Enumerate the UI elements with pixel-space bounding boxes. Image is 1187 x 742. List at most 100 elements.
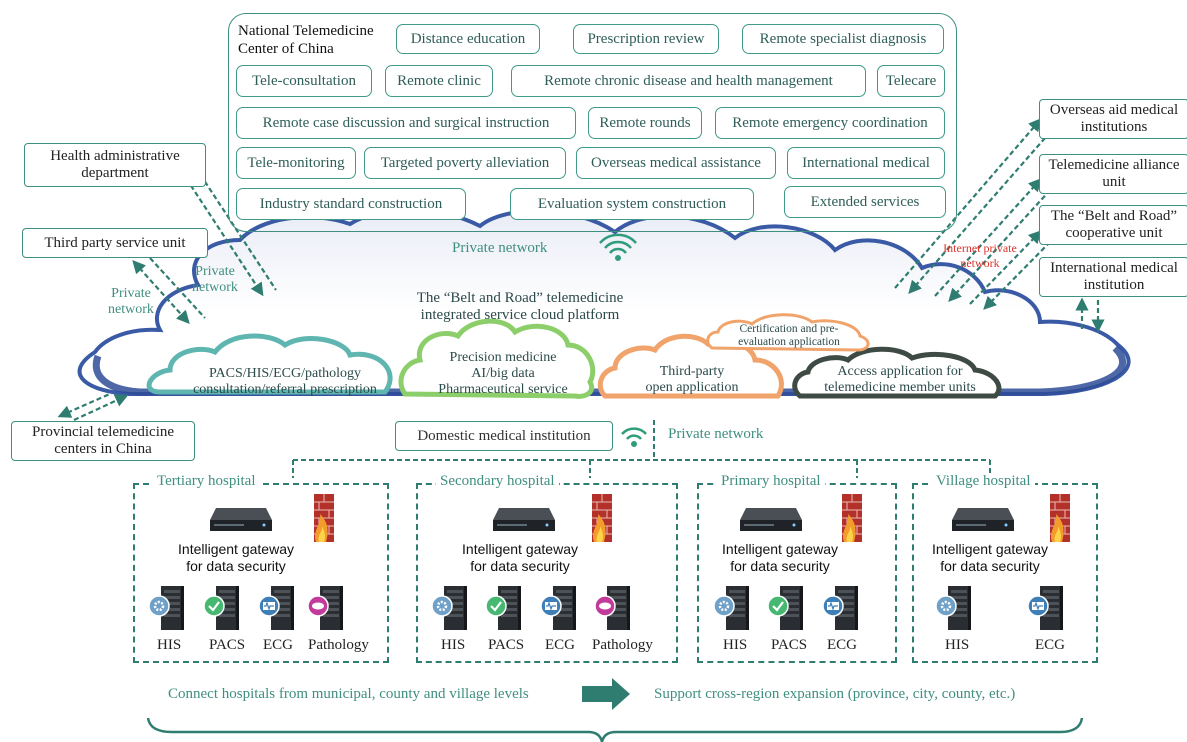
gateway-device-icon <box>740 508 802 531</box>
node-provincial-line1: Provincial telemedicine <box>31 424 175 440</box>
label-private-left-a-line1: Private <box>111 286 151 301</box>
sub-cloud-third-party-line1: Third-party <box>659 364 725 379</box>
hospital-panel <box>133 483 389 663</box>
node-overseas-aid-line1: Overseas aid medical <box>1049 102 1179 118</box>
node-international-institution: International medical institution <box>1039 257 1187 297</box>
sub-cloud-precision-line3: Pharmaceutical service <box>438 382 568 397</box>
hospital-title: Tertiary hospital <box>153 473 260 490</box>
server-label: Pathology <box>308 637 369 653</box>
label-private-network-left-b: Private network <box>188 264 242 296</box>
node-health-admin-line2: department <box>81 165 149 181</box>
label-private-network-top: Private network <box>452 240 548 256</box>
service-remote-emergency-coordination: Remote emergency coordination <box>715 107 945 139</box>
service-telecare: Telecare <box>877 65 945 97</box>
sub-cloud-third-party <box>597 333 784 399</box>
server-label: ECG <box>263 637 293 653</box>
service-evaluation-system-construction: Evaluation system construction <box>510 188 754 220</box>
cloud-title-line1: The “Belt and Road” telemedicine <box>416 290 624 306</box>
gateway-label-line1: Intelligent gateway <box>722 541 838 557</box>
gateway-label-line2: for data security <box>730 558 830 574</box>
service-overseas-medical-assistance: Overseas medical assistance <box>576 147 776 179</box>
node-belt-road-line2: cooperative unit <box>1065 225 1163 241</box>
node-provincial-centers: Provincial telemedicine centers in China <box>11 421 195 461</box>
firewall-icon <box>592 494 612 542</box>
server-label: HIS <box>723 637 748 653</box>
service-prescription-review: Prescription review <box>573 24 719 54</box>
server-label: HIS <box>441 637 466 653</box>
sub-cloud-access-line2: telemedicine member units <box>824 380 976 395</box>
sub-cloud-access-text: Access application for telemedicine memb… <box>812 364 988 396</box>
sub-cloud-third-party-line2: open application <box>645 380 739 395</box>
sub-cloud-precision <box>398 318 596 399</box>
server-pacs-icon <box>485 586 521 630</box>
server-label: PACS <box>771 637 808 653</box>
server-pacs-icon <box>203 586 239 630</box>
server-ecg-icon <box>258 586 294 630</box>
node-alliance-line1: Telemedicine alliance <box>1048 157 1180 173</box>
sub-cloud-pacs-line2: consultation/referral prescription <box>193 382 377 397</box>
server-label: HIS <box>945 637 970 653</box>
node-international-line2: institution <box>1083 277 1145 293</box>
service-remote-case-discussion: Remote case discussion and surgical inst… <box>236 107 576 139</box>
national-center-title-line2: Center of China <box>238 41 334 57</box>
gateway-label-line1: Intelligent gateway <box>932 541 1048 557</box>
hospital-title: Primary hospital <box>717 473 825 490</box>
service-remote-rounds: Remote rounds <box>588 107 702 139</box>
sub-cloud-access <box>792 346 1002 399</box>
footer-left-text: Connect hospitals from municipal, county… <box>168 686 529 702</box>
server-pathology-icon <box>594 586 630 630</box>
sub-cloud-access-line1: Access application for <box>837 364 963 379</box>
node-international-line1: International medical <box>1050 260 1178 276</box>
node-alliance-unit: Telemedicine alliance unit <box>1039 154 1187 194</box>
gateway-device-icon <box>952 508 1014 531</box>
server-label: Pathology <box>592 637 653 653</box>
label-internet-private-line1: Internet private <box>943 241 1017 255</box>
firewall-icon <box>314 494 334 542</box>
gateway-label-line2: for data security <box>186 558 286 574</box>
cloud-title-line2: integrated service cloud platform <box>420 307 620 323</box>
sub-cloud-pacs <box>146 333 393 395</box>
server-label: ECG <box>827 637 857 653</box>
label-private-network-bottom: Private network <box>668 426 764 442</box>
label-private-left-a-line2: network <box>108 302 154 317</box>
hospital-title: Village hospital <box>932 473 1035 490</box>
server-ecg-icon <box>822 586 858 630</box>
sub-cloud-third-party-text: Third-party open application <box>622 364 762 396</box>
service-remote-chronic-disease: Remote chronic disease and health manage… <box>511 65 866 97</box>
sub-cloud-certification-line2: evaluation application <box>738 336 840 348</box>
label-private-left-b-line2: network <box>192 280 238 295</box>
service-targeted-poverty-alleviation: Targeted poverty alleviation <box>364 147 566 179</box>
firewall-icon <box>1050 494 1070 542</box>
node-belt-road-unit: The “Belt and Road” cooperative unit <box>1039 205 1187 245</box>
cloud-platform-title: The “Belt and Road” telemedicine integra… <box>395 290 645 324</box>
sub-cloud-pacs-text: PACS/HIS/ECG/pathology consultation/refe… <box>178 366 392 398</box>
server-his-icon <box>935 586 971 630</box>
sub-cloud-precision-line1: Precision medicine <box>449 350 557 365</box>
server-ecg-icon <box>540 586 576 630</box>
footer-arrow-icon <box>582 678 630 710</box>
service-tele-consultation: Tele-consultation <box>236 65 372 97</box>
gateway-label-line1: Intelligent gateway <box>178 541 294 557</box>
server-his-icon <box>431 586 467 630</box>
label-internet-private-network: Internet private network <box>930 241 1030 271</box>
service-distance-education: Distance education <box>396 24 540 54</box>
node-health-admin-line1: Health administrative <box>50 148 180 164</box>
gateway-label-line2: for data security <box>470 558 570 574</box>
sub-cloud-pacs-line1: PACS/HIS/ECG/pathology <box>209 366 361 381</box>
server-label: ECG <box>1035 637 1065 653</box>
sub-cloud-certification-line1: Certification and pre- <box>739 323 839 335</box>
node-alliance-line2: unit <box>1102 174 1126 190</box>
national-center-title: National Telemedicine Center of China <box>238 22 374 58</box>
server-pathology-icon <box>307 586 343 630</box>
node-third-party-label: Third party service unit <box>44 234 186 251</box>
server-his-icon <box>713 586 749 630</box>
server-his-icon <box>148 586 184 630</box>
service-remote-specialist-diagnosis: Remote specialist diagnosis <box>742 24 944 54</box>
gateway-label-line2: for data security <box>940 558 1040 574</box>
node-health-administrative: Health administrative department <box>24 143 206 187</box>
wifi-icon-bottom <box>621 427 647 447</box>
server-label: HIS <box>157 637 182 653</box>
gateway-device-icon <box>493 508 555 531</box>
